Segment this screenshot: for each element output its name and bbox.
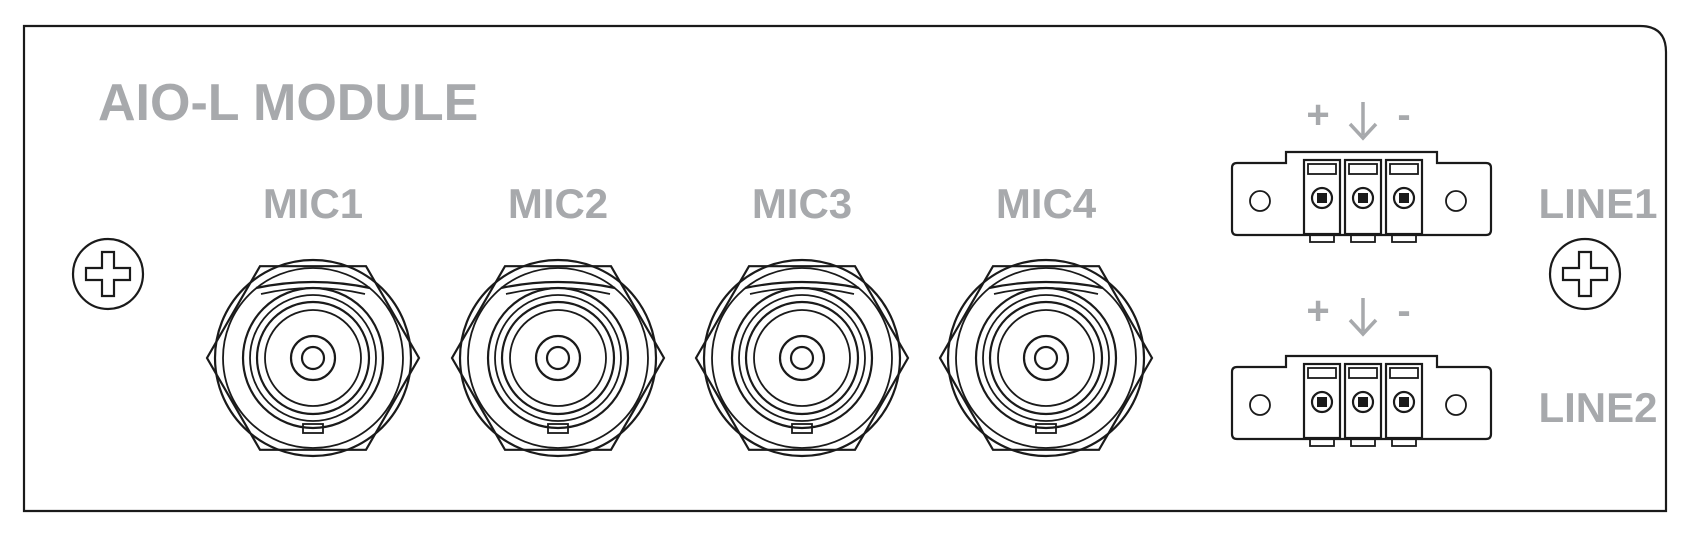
mic3-label: MIC3 <box>752 180 852 227</box>
line1-pin-2[interactable] <box>1343 158 1383 243</box>
line2-connector-body <box>1230 354 1493 441</box>
line2-plus-sign: + <box>1306 289 1329 333</box>
line1-mount-hole-left-icon <box>1249 190 1271 212</box>
mic4-bnc-connector[interactable] <box>938 258 1154 458</box>
mic2-label: MIC2 <box>508 180 608 227</box>
mic1-label: MIC1 <box>263 180 363 227</box>
mic4-label: MIC4 <box>996 180 1097 227</box>
line1-label: LINE1 <box>1538 180 1657 227</box>
line2-terminal-block[interactable]: + - <box>1230 289 1493 447</box>
mic2-bnc-connector[interactable] <box>450 258 666 458</box>
line2-label: LINE2 <box>1538 384 1657 431</box>
line1-connector-body <box>1230 150 1493 237</box>
line1-pin-1[interactable] <box>1302 158 1342 243</box>
line2-ground-icon <box>1348 298 1378 337</box>
bnc-connectors <box>205 258 1154 458</box>
panel-title: AIO-L MODULE <box>98 74 478 132</box>
line2-mount-hole-left-icon <box>1249 394 1271 416</box>
mounting-screw-left-icon <box>71 237 145 311</box>
panel-outline <box>22 24 1668 513</box>
line1-pin-3[interactable] <box>1384 158 1424 243</box>
mic3-bnc-connector[interactable] <box>694 258 910 458</box>
line2-pin-2[interactable] <box>1343 362 1383 447</box>
line1-plus-sign: + <box>1306 93 1329 137</box>
line2-pin-1[interactable] <box>1302 362 1342 447</box>
line2-pin-3[interactable] <box>1384 362 1424 447</box>
mic1-bnc-connector[interactable] <box>205 258 421 458</box>
line2-minus-sign: - <box>1397 289 1410 333</box>
line1-minus-sign: - <box>1397 93 1410 137</box>
line1-mount-hole-right-icon <box>1445 190 1467 212</box>
line1-terminal-block[interactable]: + - <box>1230 93 1493 243</box>
line1-ground-icon <box>1348 102 1378 141</box>
mounting-screw-right-icon <box>1548 237 1622 311</box>
line2-mount-hole-right-icon <box>1445 394 1467 416</box>
